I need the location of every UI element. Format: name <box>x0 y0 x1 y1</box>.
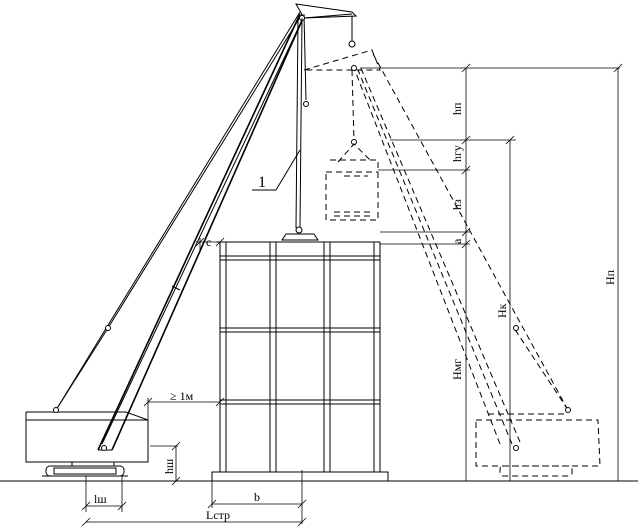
crane-solid <box>25 3 358 477</box>
label-hp-total: Hп <box>603 269 617 285</box>
callout-1: 1 <box>252 149 301 191</box>
label-lstr: Lстр <box>206 508 230 522</box>
label-hk: Hк <box>495 303 509 318</box>
hook-rope <box>281 17 319 241</box>
label-b: b <box>254 490 260 504</box>
label-hmg: Hмг <box>450 359 464 380</box>
label-lsh: lш <box>94 492 107 506</box>
label-a: a <box>450 238 464 244</box>
boom-ropes <box>53 11 307 451</box>
dimensions-right <box>360 63 623 481</box>
callout-1-label: 1 <box>258 174 266 191</box>
boom <box>97 13 305 451</box>
label-hgu: hгу <box>450 145 464 162</box>
label-one-m: ≥ 1м <box>170 389 194 403</box>
building-frame <box>211 241 389 482</box>
label-hsh: hш <box>162 458 176 474</box>
crane-dashed <box>303 49 601 477</box>
crawler-track <box>42 465 128 477</box>
label-hp: hп <box>450 102 464 115</box>
dimensions-left <box>81 237 307 527</box>
label-hz: hз <box>450 199 464 210</box>
crane-cab <box>25 411 149 466</box>
label-c: c <box>206 235 211 249</box>
